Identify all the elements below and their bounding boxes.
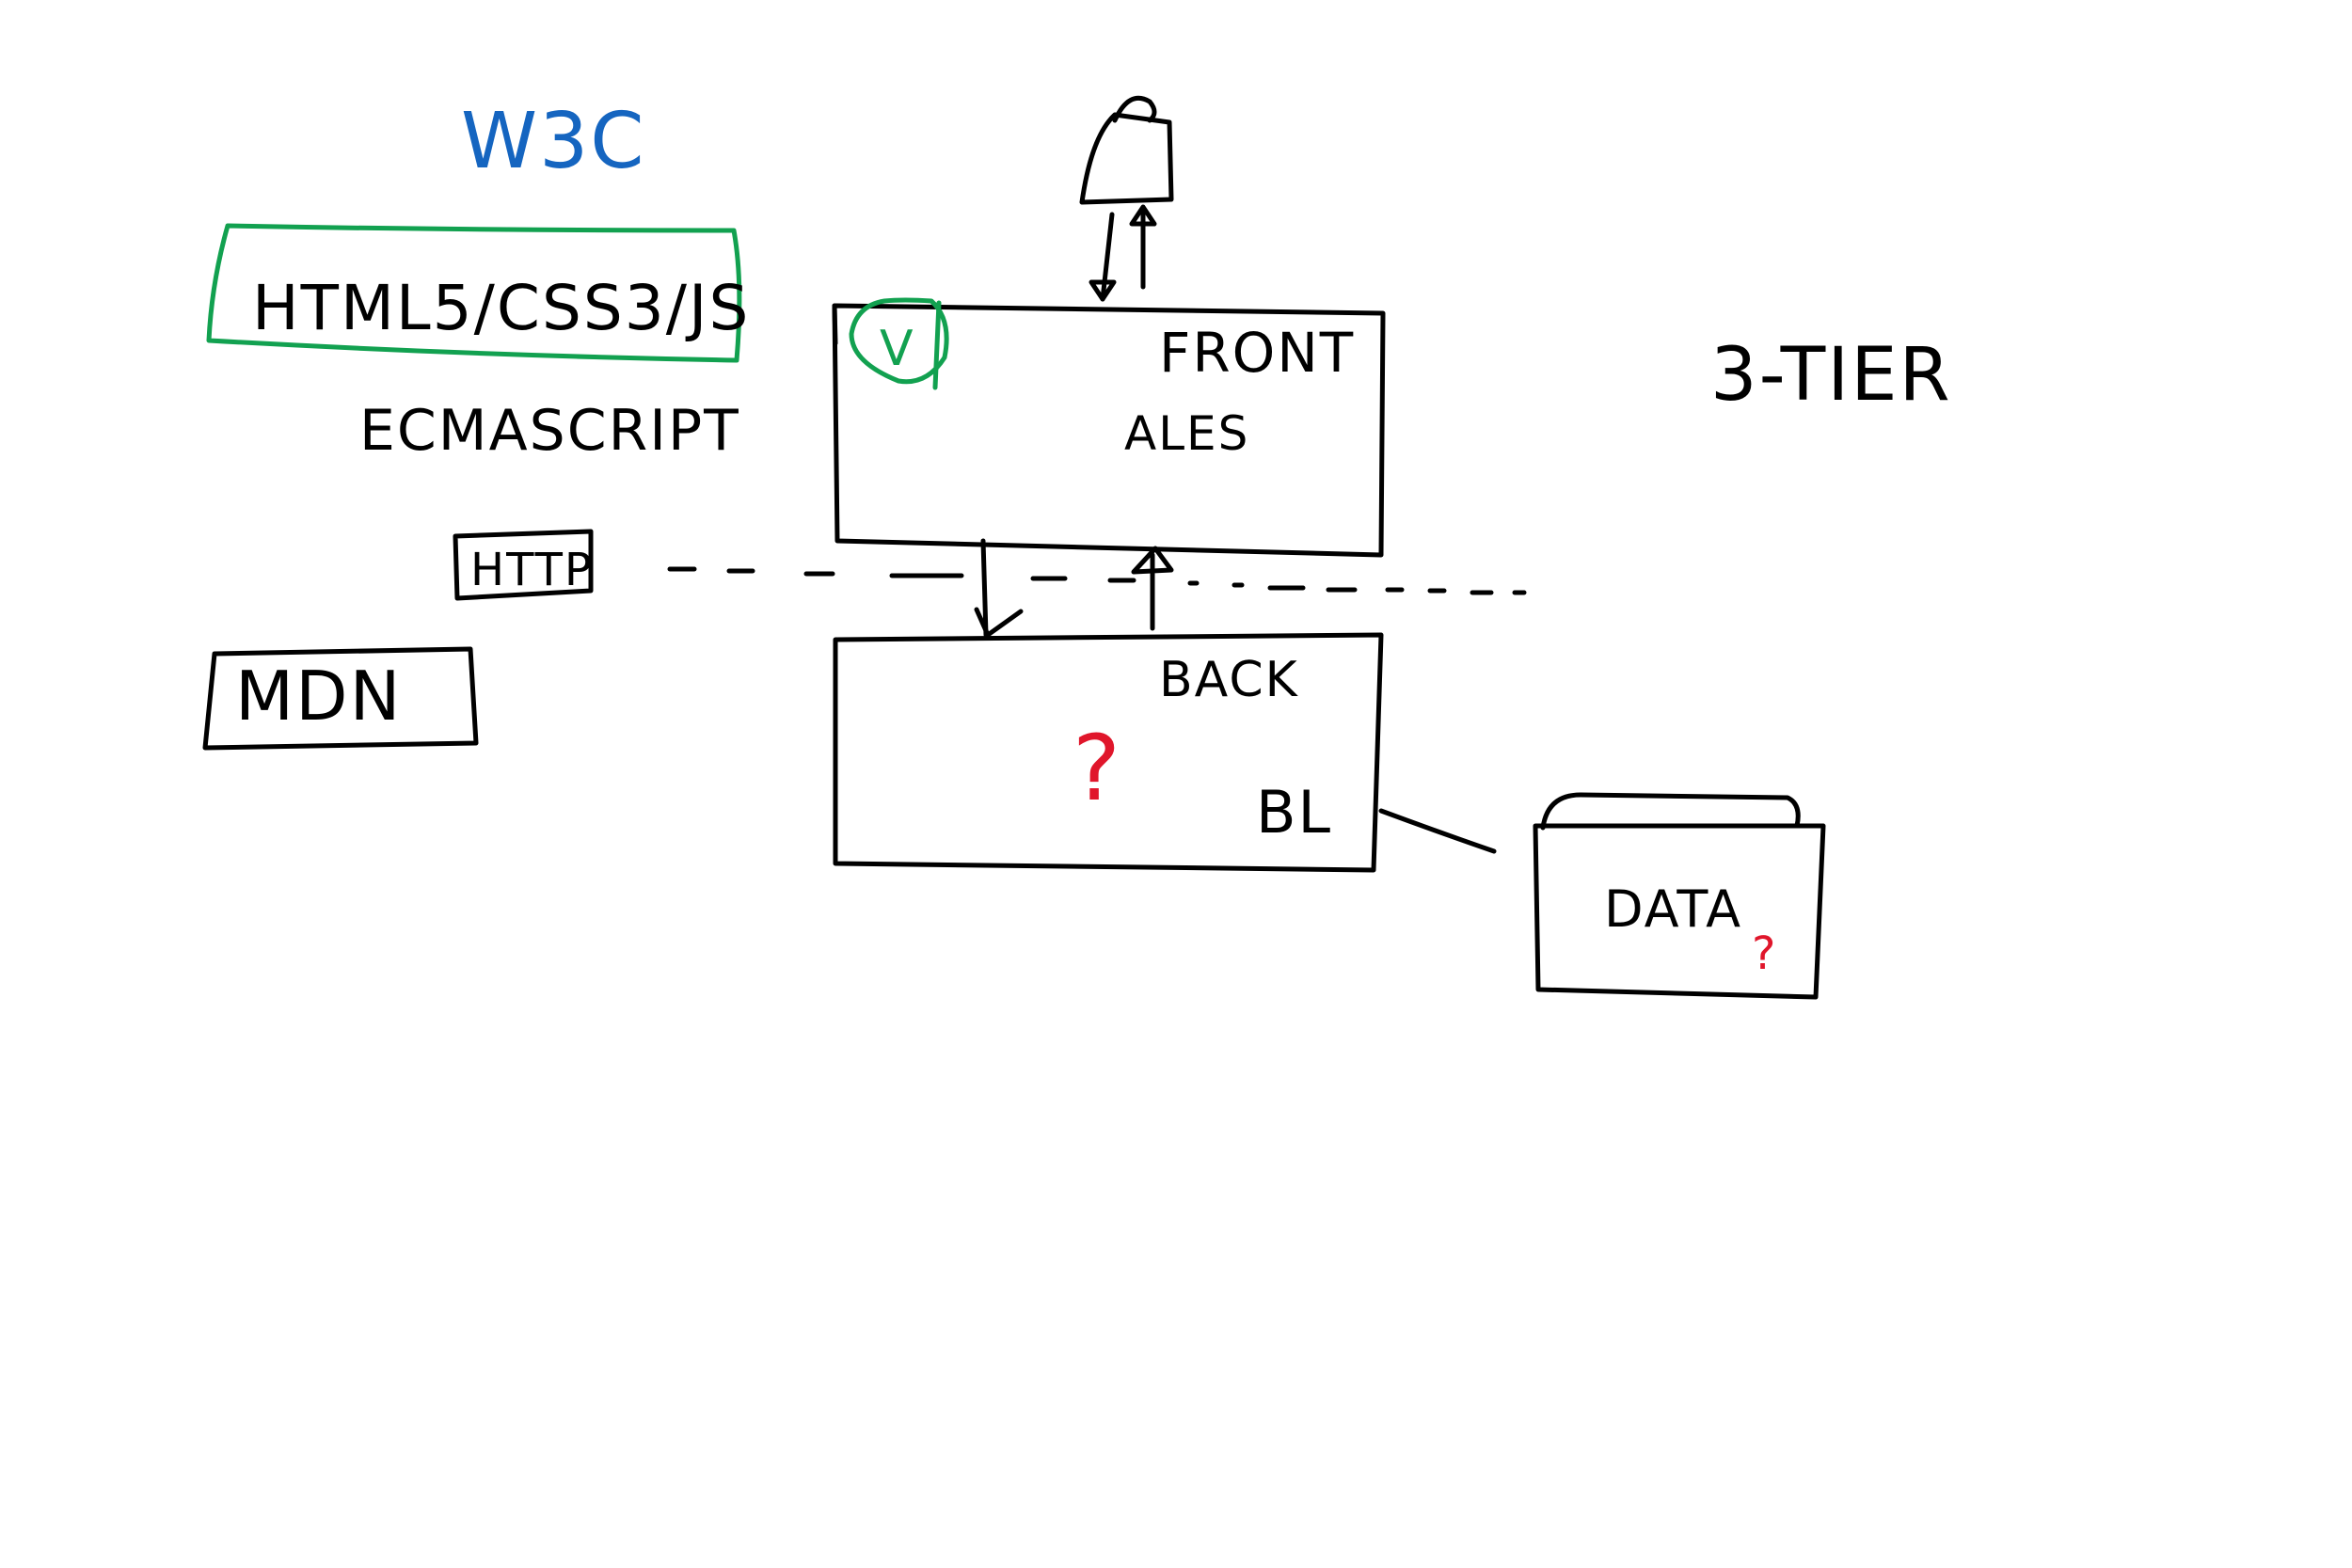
arrow-back-to-front-head — [1131, 546, 1174, 575]
question-mark-icon: ? — [1073, 716, 1122, 821]
back-box — [833, 632, 1384, 873]
http-boundary-dashed-line — [667, 566, 1527, 595]
mdn-label: MDN — [235, 657, 402, 736]
back-label: BACK — [1159, 652, 1299, 708]
back-data-connector — [1378, 808, 1497, 854]
data-box — [1533, 823, 1826, 1000]
http-box — [453, 529, 594, 601]
data-box-tab — [1540, 792, 1801, 831]
arrow-user-to-front — [1100, 212, 1115, 302]
html-stack-label: HTML5/CSS3/JS — [252, 272, 750, 344]
three-tier-label: 3-TIER — [1710, 333, 1952, 418]
data-question-mark-icon: ? — [1752, 927, 1777, 980]
html-stack-box — [206, 223, 742, 363]
ales-label: ALES — [1124, 406, 1249, 461]
check-icon: V — [849, 297, 949, 390]
check-mark: V — [880, 321, 915, 377]
bl-label: BL — [1256, 778, 1332, 847]
arrow-front-to-user-head — [1129, 204, 1157, 227]
front-box — [832, 303, 1386, 558]
front-label: FRONT — [1159, 321, 1355, 385]
arrow-front-to-back — [980, 538, 989, 638]
front-box-tick — [832, 303, 838, 346]
arrow-user-to-front-head — [1089, 279, 1117, 302]
data-label: DATA — [1604, 879, 1742, 939]
user-icon — [1079, 95, 1174, 205]
ecmascript-label: ECMASCRIPT — [359, 398, 740, 464]
mdn-box — [202, 646, 479, 751]
http-label: HTTP — [470, 544, 594, 596]
arrow-front-to-back-head — [974, 607, 1024, 638]
w3c-label: W3C — [461, 97, 646, 186]
